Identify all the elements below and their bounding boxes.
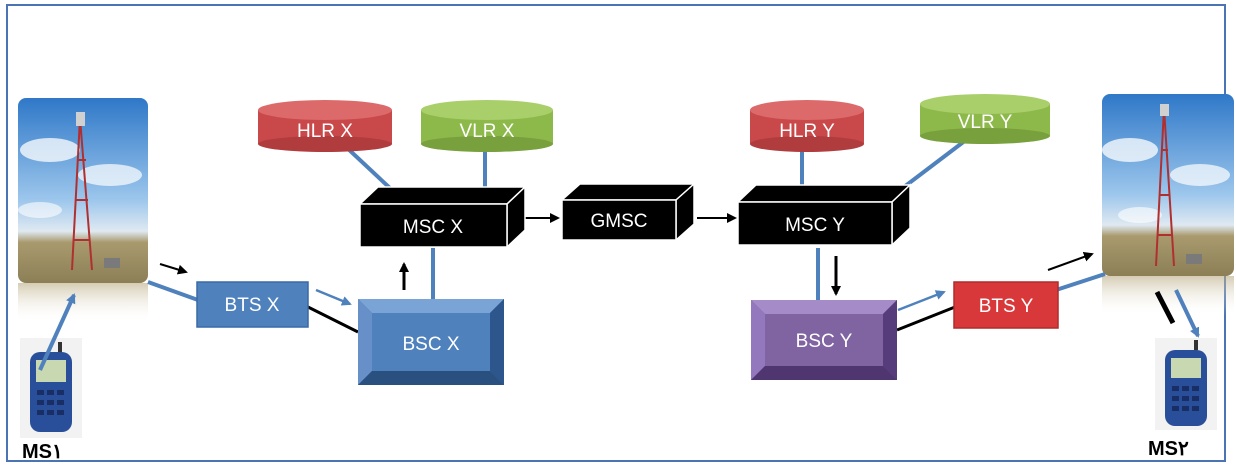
hlr-y-label: HLR Y xyxy=(779,121,835,142)
bsc-x-node: BSC X xyxy=(358,299,504,385)
cell-tower-left xyxy=(18,98,148,323)
hlr-y-database: HLR Y xyxy=(750,100,864,152)
gmsc-label: GMSC xyxy=(591,211,648,232)
bts-y-node: BTS Y xyxy=(953,281,1059,329)
msc-x-label: MSC X xyxy=(403,217,464,238)
msc-x-node: MSC X xyxy=(358,185,527,249)
bts-x-node: BTS X xyxy=(196,281,309,328)
bsc-y-node: BSC Y xyxy=(751,300,897,380)
vlr-x-label: VLR X xyxy=(460,121,515,142)
bts-x-label: BTS X xyxy=(225,295,280,316)
vlr-y-label: VLR Y xyxy=(958,112,1013,133)
mobile-phone-right xyxy=(1155,338,1217,430)
hlr-x-database: HLR X xyxy=(258,100,392,152)
bts-y-label: BTS Y xyxy=(979,296,1034,317)
ms1-label: MS١ xyxy=(22,441,63,463)
mobile-phone-left xyxy=(20,338,82,438)
msc-y-node: MSC Y xyxy=(736,183,912,247)
vlr-y-database: VLR Y xyxy=(920,94,1050,144)
ms2-label: MS٢ xyxy=(1148,438,1189,460)
bsc-x-label: BSC X xyxy=(402,334,459,355)
gmsc-node: GMSC xyxy=(560,182,696,242)
msc-y-label: MSC Y xyxy=(785,215,845,236)
cell-tower-right xyxy=(1102,94,1234,316)
hlr-x-label: HLR X xyxy=(297,121,353,142)
arrows xyxy=(38,213,1200,371)
vlr-x-database: VLR X xyxy=(421,100,553,152)
black-links xyxy=(307,290,1176,334)
bsc-y-label: BSC Y xyxy=(796,331,853,352)
